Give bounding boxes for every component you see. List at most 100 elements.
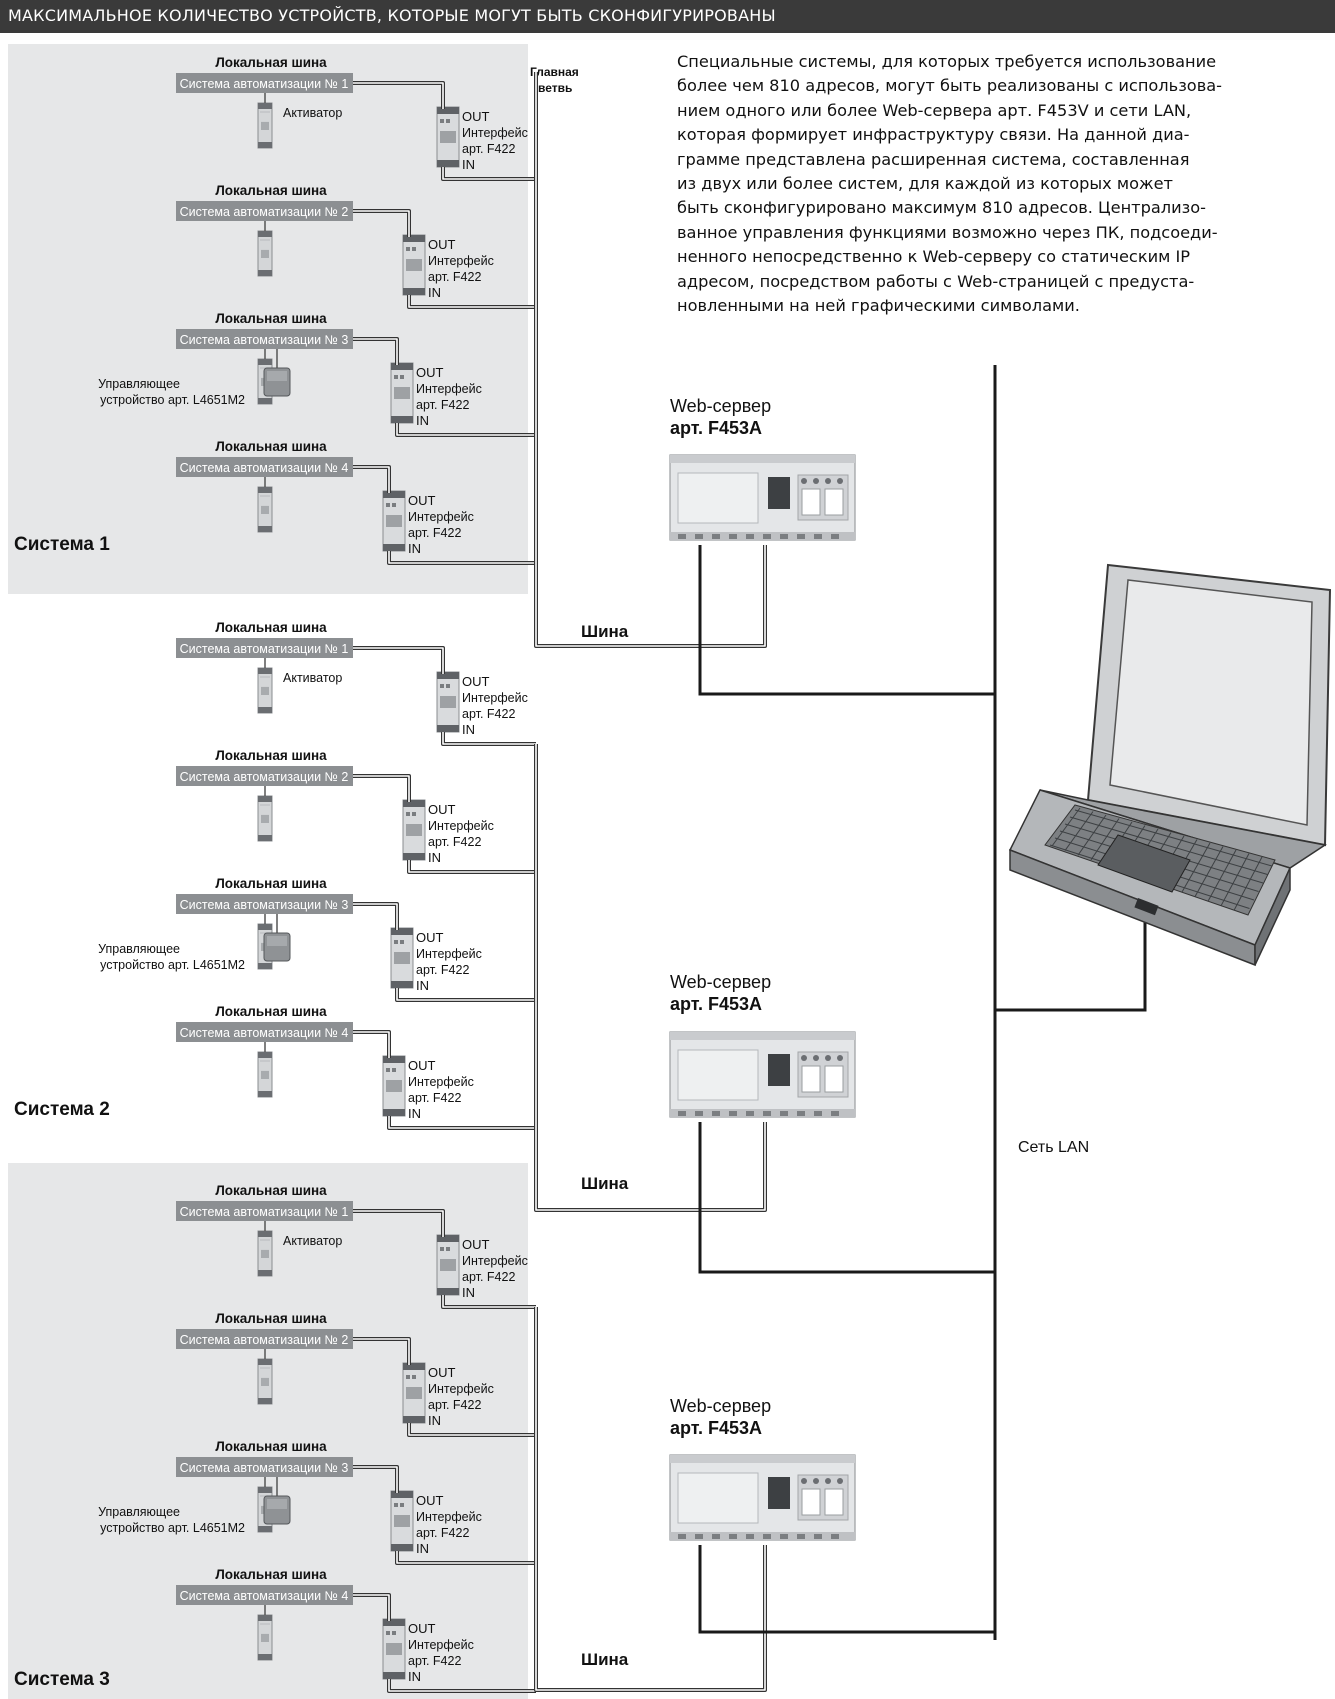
system-name-label: Система 3: [14, 1669, 110, 1690]
automation-system-label: Система автоматизации № 3: [180, 1461, 349, 1475]
web-server-icon: [669, 454, 856, 541]
automation-system-label: Система автоматизации № 1: [180, 642, 349, 656]
control-device-label: устройство арт. L4651M2: [100, 958, 245, 972]
interface-out-label: OUT: [428, 237, 456, 252]
local-bus-wire: [353, 1030, 391, 1058]
main-branch-label: Главная: [530, 65, 579, 79]
interface-out-label: OUT: [428, 1365, 456, 1380]
automation-system-label: Система автоматизации № 2: [180, 1333, 349, 1347]
control-device-icon: [263, 367, 291, 397]
interface-module-icon: [402, 799, 426, 861]
description-line: адресом, посредством работы с Web-страни…: [677, 271, 1195, 291]
local-bus-wire: [353, 646, 445, 674]
interface-art-label: арт. F422: [462, 142, 515, 156]
local-bus-label: Локальная шина: [215, 311, 327, 326]
interface-art-label: арт. F422: [408, 1654, 461, 1668]
control-device-label: Управляющее: [98, 377, 180, 391]
web-server-icon: [669, 1454, 856, 1541]
lan-label: Сеть LAN: [1018, 1139, 1089, 1156]
local-bus-label: Локальная шина: [215, 620, 327, 635]
interface-in-label: IN: [428, 1413, 441, 1428]
interface-label: Интерфейс: [416, 382, 482, 396]
interface-out-label: OUT: [416, 930, 444, 945]
automation-system-label: Система автоматизации № 2: [180, 770, 349, 784]
din-device-icon: [257, 1614, 273, 1661]
interface-in-label: IN: [462, 1285, 475, 1300]
interface-art-label: арт. F422: [428, 1398, 481, 1412]
local-bus-label: Локальная шина: [215, 183, 327, 198]
interface-label: Интерфейс: [408, 510, 474, 524]
interface-module-icon: [436, 1234, 460, 1296]
interface-label: Интерфейс: [428, 819, 494, 833]
interface-module-icon: [402, 234, 426, 296]
automation-system-label: Система автоматизации № 4: [180, 1026, 349, 1040]
local-bus-label: Локальная шина: [215, 876, 327, 891]
interface-out-label: OUT: [462, 674, 490, 689]
local-bus-label: Локальная шина: [215, 1439, 327, 1454]
interface-module-icon: [390, 362, 414, 424]
local-bus-label: Локальная шина: [215, 55, 327, 70]
description-line: новленными на ней графическими символами…: [677, 296, 1080, 316]
bus-label: Шина: [581, 622, 629, 641]
interface-label: Интерфейс: [408, 1638, 474, 1652]
interface-out-label: OUT: [462, 109, 490, 124]
automation-label-bar: [176, 1457, 353, 1477]
interface-art-label: арт. F422: [428, 835, 481, 849]
description-line: грамме представлена расширенная система,…: [677, 149, 1190, 169]
description-line: которая формирует инфраструктуру связи. …: [677, 125, 1190, 145]
description-line: из двух или более систем, для каждой из …: [677, 174, 1173, 194]
automation-label-bar: [176, 1201, 353, 1221]
interface-art-label: арт. F422: [408, 1091, 461, 1105]
local-bus-wire: [353, 774, 411, 802]
description-line: более чем 810 адресов, могут быть реализ…: [677, 76, 1223, 96]
interface-module-icon: [390, 927, 414, 989]
automation-label-bar: [176, 329, 353, 349]
description-line: ванное управления функциями возможно чер…: [677, 222, 1218, 242]
main-branch-wire: [534, 179, 556, 648]
interface-in-label: IN: [408, 1669, 421, 1684]
interface-art-label: арт. F422: [428, 270, 481, 284]
din-device-icon: [257, 1358, 273, 1405]
interface-art-label: арт. F422: [462, 1270, 515, 1284]
automation-system-label: Система автоматизации № 3: [180, 333, 349, 347]
din-device-icon: [257, 230, 273, 277]
interface-module-icon: [382, 1055, 406, 1117]
local-bus-wire: [353, 902, 399, 930]
control-device-label: устройство арт. L4651M2: [100, 1521, 245, 1535]
interface-art-label: арт. F422: [408, 526, 461, 540]
automation-system-label: Система автоматизации № 2: [180, 205, 349, 219]
automation-system-label: Система автоматизации № 1: [180, 77, 349, 91]
automation-label-bar: [176, 766, 353, 786]
lan-link-line: [995, 905, 1147, 1012]
interface-label: Интерфейс: [428, 254, 494, 268]
web-server-art-label: арт. F453A: [670, 1418, 762, 1438]
activator-label: Активатор: [283, 1234, 342, 1248]
interface-out-label: OUT: [462, 1237, 490, 1252]
interface-out-label: OUT: [416, 1493, 444, 1508]
interface-in-label: IN: [416, 1541, 429, 1556]
description-line: быть сконфигурировано максимум 810 адрес…: [677, 198, 1207, 218]
main-branch-wire: [441, 732, 536, 746]
interface-in-label: IN: [428, 850, 441, 865]
din-device-icon: [257, 486, 273, 533]
interface-in-label: IN: [462, 157, 475, 172]
local-bus-label: Локальная шина: [215, 1004, 327, 1019]
interface-art-label: арт. F422: [416, 963, 469, 977]
control-device-label: Управляющее: [98, 942, 180, 956]
interface-in-label: IN: [462, 722, 475, 737]
automation-system-label: Система автоматизации № 3: [180, 898, 349, 912]
interface-module-icon: [382, 490, 406, 552]
web-server-label: Web-сервер: [670, 396, 771, 416]
interface-out-label: OUT: [408, 1621, 436, 1636]
local-bus-label: Локальная шина: [215, 1183, 327, 1198]
main-branch-wire: [534, 744, 556, 1212]
interface-module-icon: [402, 1362, 426, 1424]
interface-in-label: IN: [416, 978, 429, 993]
interface-in-label: IN: [408, 541, 421, 556]
local-bus-label: Локальная шина: [215, 748, 327, 763]
description-text: Специальные системы, для которых требует…: [677, 50, 1327, 318]
din-device-icon: [257, 102, 273, 149]
control-device-icon: [263, 1495, 291, 1525]
description-line: Специальные системы, для которых требует…: [677, 52, 1217, 71]
automation-label-bar: [176, 457, 353, 477]
